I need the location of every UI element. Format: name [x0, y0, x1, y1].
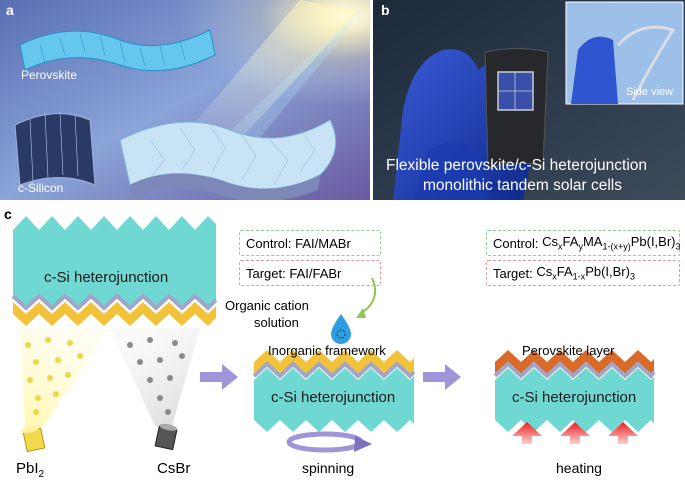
panel-a-illustration: [0, 0, 370, 200]
target-1-value: FAI/FABr: [289, 265, 342, 281]
target-1-prefix: Target:: [246, 265, 286, 281]
c-silicon-label: c-Silicon: [18, 181, 64, 195]
pbi2-crucible: [20, 426, 46, 453]
panel-b-photo: [373, 0, 685, 200]
stack-1: [11, 216, 218, 326]
target-box-2: Target: CsxFA1-xPb(I,Br)3: [486, 260, 680, 286]
pbi2-text: PbI: [16, 460, 39, 477]
heating-label: heating: [556, 460, 602, 476]
control-2-formula: CsxFAyMA1-(x+y)Pb(I,Br)3: [542, 234, 681, 252]
stack-2-label: c-Si heterojunction: [271, 389, 396, 406]
control-1-value: FAI/MABr: [295, 235, 351, 251]
panel-b: b Side view Flexible perovskite/c-Si het…: [373, 0, 685, 200]
side-view-label: Side view: [626, 86, 674, 98]
stack-1-label: c-Si heterojunction: [44, 269, 169, 286]
panel-b-label: b: [381, 2, 390, 18]
organic-cation-label-line2: solution: [254, 315, 299, 330]
pbi2-subscript: 2: [38, 469, 45, 480]
stack-3: [493, 350, 656, 432]
organic-cation-label-line1: Organic cation: [225, 298, 309, 313]
panel-b-caption-line2: monolithic tandem solar cells: [423, 177, 623, 194]
control-2-prefix: Control:: [493, 235, 539, 251]
panel-c-schematic: [11, 216, 656, 453]
control-1-prefix: Control:: [246, 235, 292, 251]
target-2-formula: CsxFA1-xPb(I,Br)3: [536, 264, 635, 282]
csbr-label: CsBr: [157, 460, 191, 477]
control-box-2: Control: CsxFAyMA1-(x+y)Pb(I,Br)3: [486, 230, 681, 256]
panel-a-label: a: [6, 2, 14, 18]
pbi2-label: PbI2: [16, 460, 44, 480]
spinning-label: spinning: [302, 460, 355, 476]
panel-a: a Perovskite c-Silicon: [0, 0, 370, 200]
control-box-1: Control: FAI/MABr: [239, 230, 381, 256]
stack-3-label: c-Si heterojunction: [512, 389, 637, 406]
panel-c-label: c: [4, 206, 12, 222]
panel-b-caption-line1: Flexible perovskite/c-Si heterojunction: [386, 157, 648, 174]
inorganic-framework-label: Inorganic framework: [268, 343, 386, 358]
target-box-1: Target: FAI/FABr: [239, 260, 381, 286]
perovskite-label: Perovskite: [21, 68, 78, 82]
target-2-prefix: Target:: [493, 265, 533, 281]
csbr-crucible: [154, 423, 178, 451]
perovskite-layer-label: Perovskite layer: [522, 343, 615, 358]
process-arrow-1: [200, 364, 238, 390]
process-arrow-2: [423, 364, 461, 390]
stack-2: [252, 350, 416, 432]
